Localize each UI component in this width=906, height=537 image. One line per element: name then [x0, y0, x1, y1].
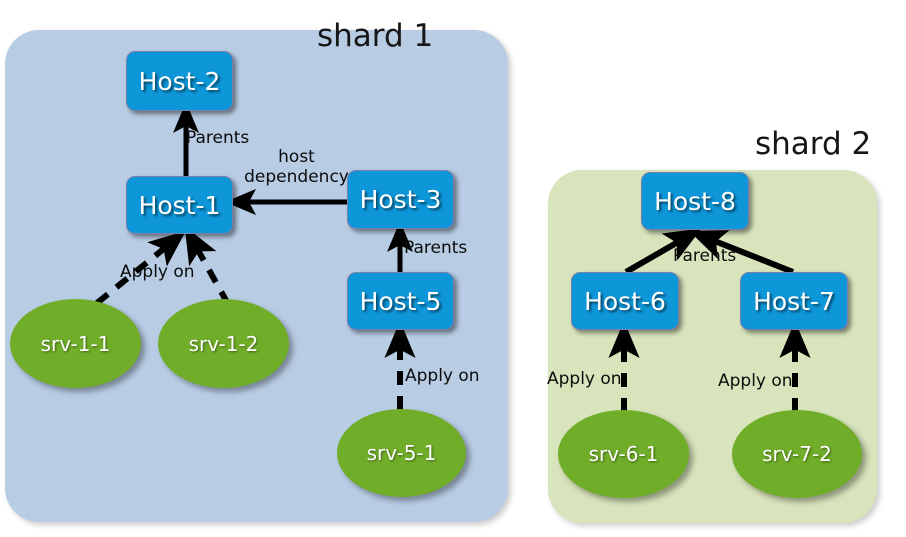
- host-node-host-3[interactable]: Host-3: [347, 170, 454, 229]
- edge-label-apply-on-srv11: Apply on: [120, 262, 195, 282]
- service-label: srv-6-1: [588, 442, 659, 466]
- edge-label-parents-host1-host2: Parents: [186, 128, 250, 148]
- service-node-srv-1-2[interactable]: srv-1-2: [158, 299, 289, 388]
- host-label: Host-7: [753, 286, 835, 316]
- edge-label-apply-on-srv51: Apply on: [405, 366, 480, 386]
- service-node-srv-1-1[interactable]: srv-1-1: [10, 299, 141, 388]
- host-label: Host-2: [138, 66, 221, 96]
- host-label: Host-3: [359, 185, 442, 214]
- edge-label-host-dependency: host dependency: [244, 147, 349, 187]
- host-node-host-1[interactable]: Host-1: [126, 176, 233, 234]
- shard-2-title: shard 2: [755, 126, 872, 162]
- service-label: srv-1-1: [40, 331, 111, 356]
- host-node-host-6[interactable]: Host-6: [571, 272, 679, 330]
- host-node-host-7[interactable]: Host-7: [740, 272, 848, 330]
- service-label: srv-7-2: [762, 442, 832, 466]
- host-label: Host-6: [584, 286, 666, 316]
- shard-1-title: shard 1: [317, 18, 434, 54]
- edge-label-apply-on-srv72: Apply on: [718, 371, 793, 391]
- service-node-srv-7-2[interactable]: srv-7-2: [732, 410, 862, 498]
- edge-label-parents-shard2: Parents: [673, 246, 737, 266]
- service-label: srv-1-2: [188, 331, 259, 356]
- host-node-host-5[interactable]: Host-5: [347, 272, 454, 330]
- host-label: Host-1: [138, 190, 221, 220]
- service-node-srv-5-1[interactable]: srv-5-1: [337, 409, 466, 497]
- service-label: srv-5-1: [366, 441, 437, 465]
- service-node-srv-6-1[interactable]: srv-6-1: [558, 410, 689, 498]
- host-label: Host-5: [359, 286, 442, 316]
- edge-label-parents-host5-host3: Parents: [404, 238, 468, 258]
- host-label: Host-8: [654, 186, 736, 216]
- edge-label-apply-on-srv61: Apply on: [547, 369, 622, 389]
- host-node-host-2[interactable]: Host-2: [126, 51, 233, 111]
- host-node-host-8[interactable]: Host-8: [641, 172, 749, 230]
